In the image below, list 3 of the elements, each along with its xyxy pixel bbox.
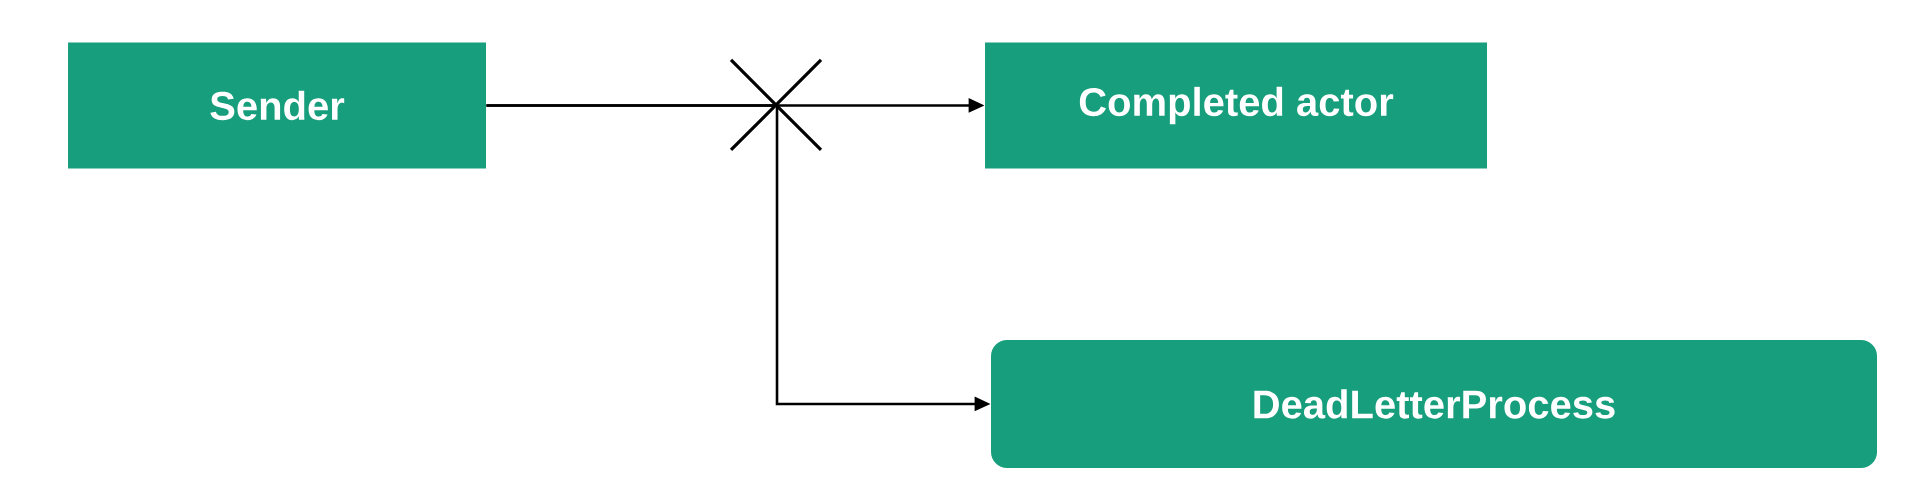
process-box: Completed actor — [985, 42, 1487, 169]
process-box: DeadLetterProcess — [991, 340, 1877, 468]
process-box: Sender — [68, 42, 486, 169]
